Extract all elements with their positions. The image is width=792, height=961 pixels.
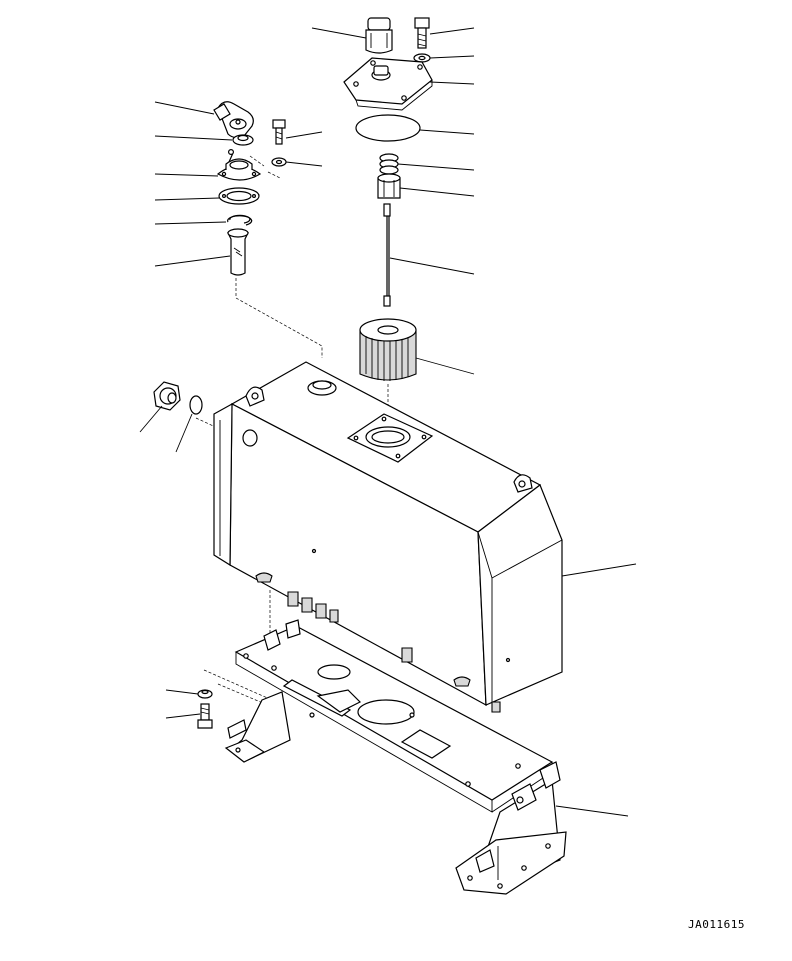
filter-rod[interactable] bbox=[383, 203, 391, 307]
flange-washer[interactable] bbox=[271, 157, 287, 167]
cap-seal-ring[interactable] bbox=[232, 134, 254, 146]
filler-cap[interactable] bbox=[213, 101, 254, 139]
mount-bolt[interactable] bbox=[197, 703, 213, 729]
gauge-flange[interactable] bbox=[216, 149, 262, 181]
breather-cap[interactable] bbox=[365, 17, 393, 54]
mount-nut[interactable] bbox=[197, 689, 213, 699]
flange-bolt[interactable] bbox=[272, 119, 286, 145]
plug-o-ring[interactable] bbox=[189, 395, 203, 415]
cover-gasket[interactable] bbox=[355, 114, 421, 142]
snap-ring[interactable] bbox=[227, 214, 253, 226]
strainer-element[interactable] bbox=[359, 318, 417, 381]
filter-valve[interactable] bbox=[377, 173, 401, 199]
cover-bolt[interactable] bbox=[414, 17, 430, 49]
leader-lines bbox=[139, 27, 637, 817]
tank-mounting-bracket[interactable] bbox=[224, 619, 567, 895]
cover-washer[interactable] bbox=[413, 53, 431, 63]
sight-plug[interactable] bbox=[153, 381, 181, 411]
filter-cover-plate[interactable] bbox=[343, 57, 433, 111]
filter-spring[interactable] bbox=[379, 153, 399, 175]
drawing-code: JA011615 bbox=[688, 918, 745, 931]
strainer-tube[interactable] bbox=[227, 228, 249, 276]
gauge-gasket[interactable] bbox=[218, 187, 260, 205]
hydraulic-tank[interactable] bbox=[213, 361, 563, 713]
